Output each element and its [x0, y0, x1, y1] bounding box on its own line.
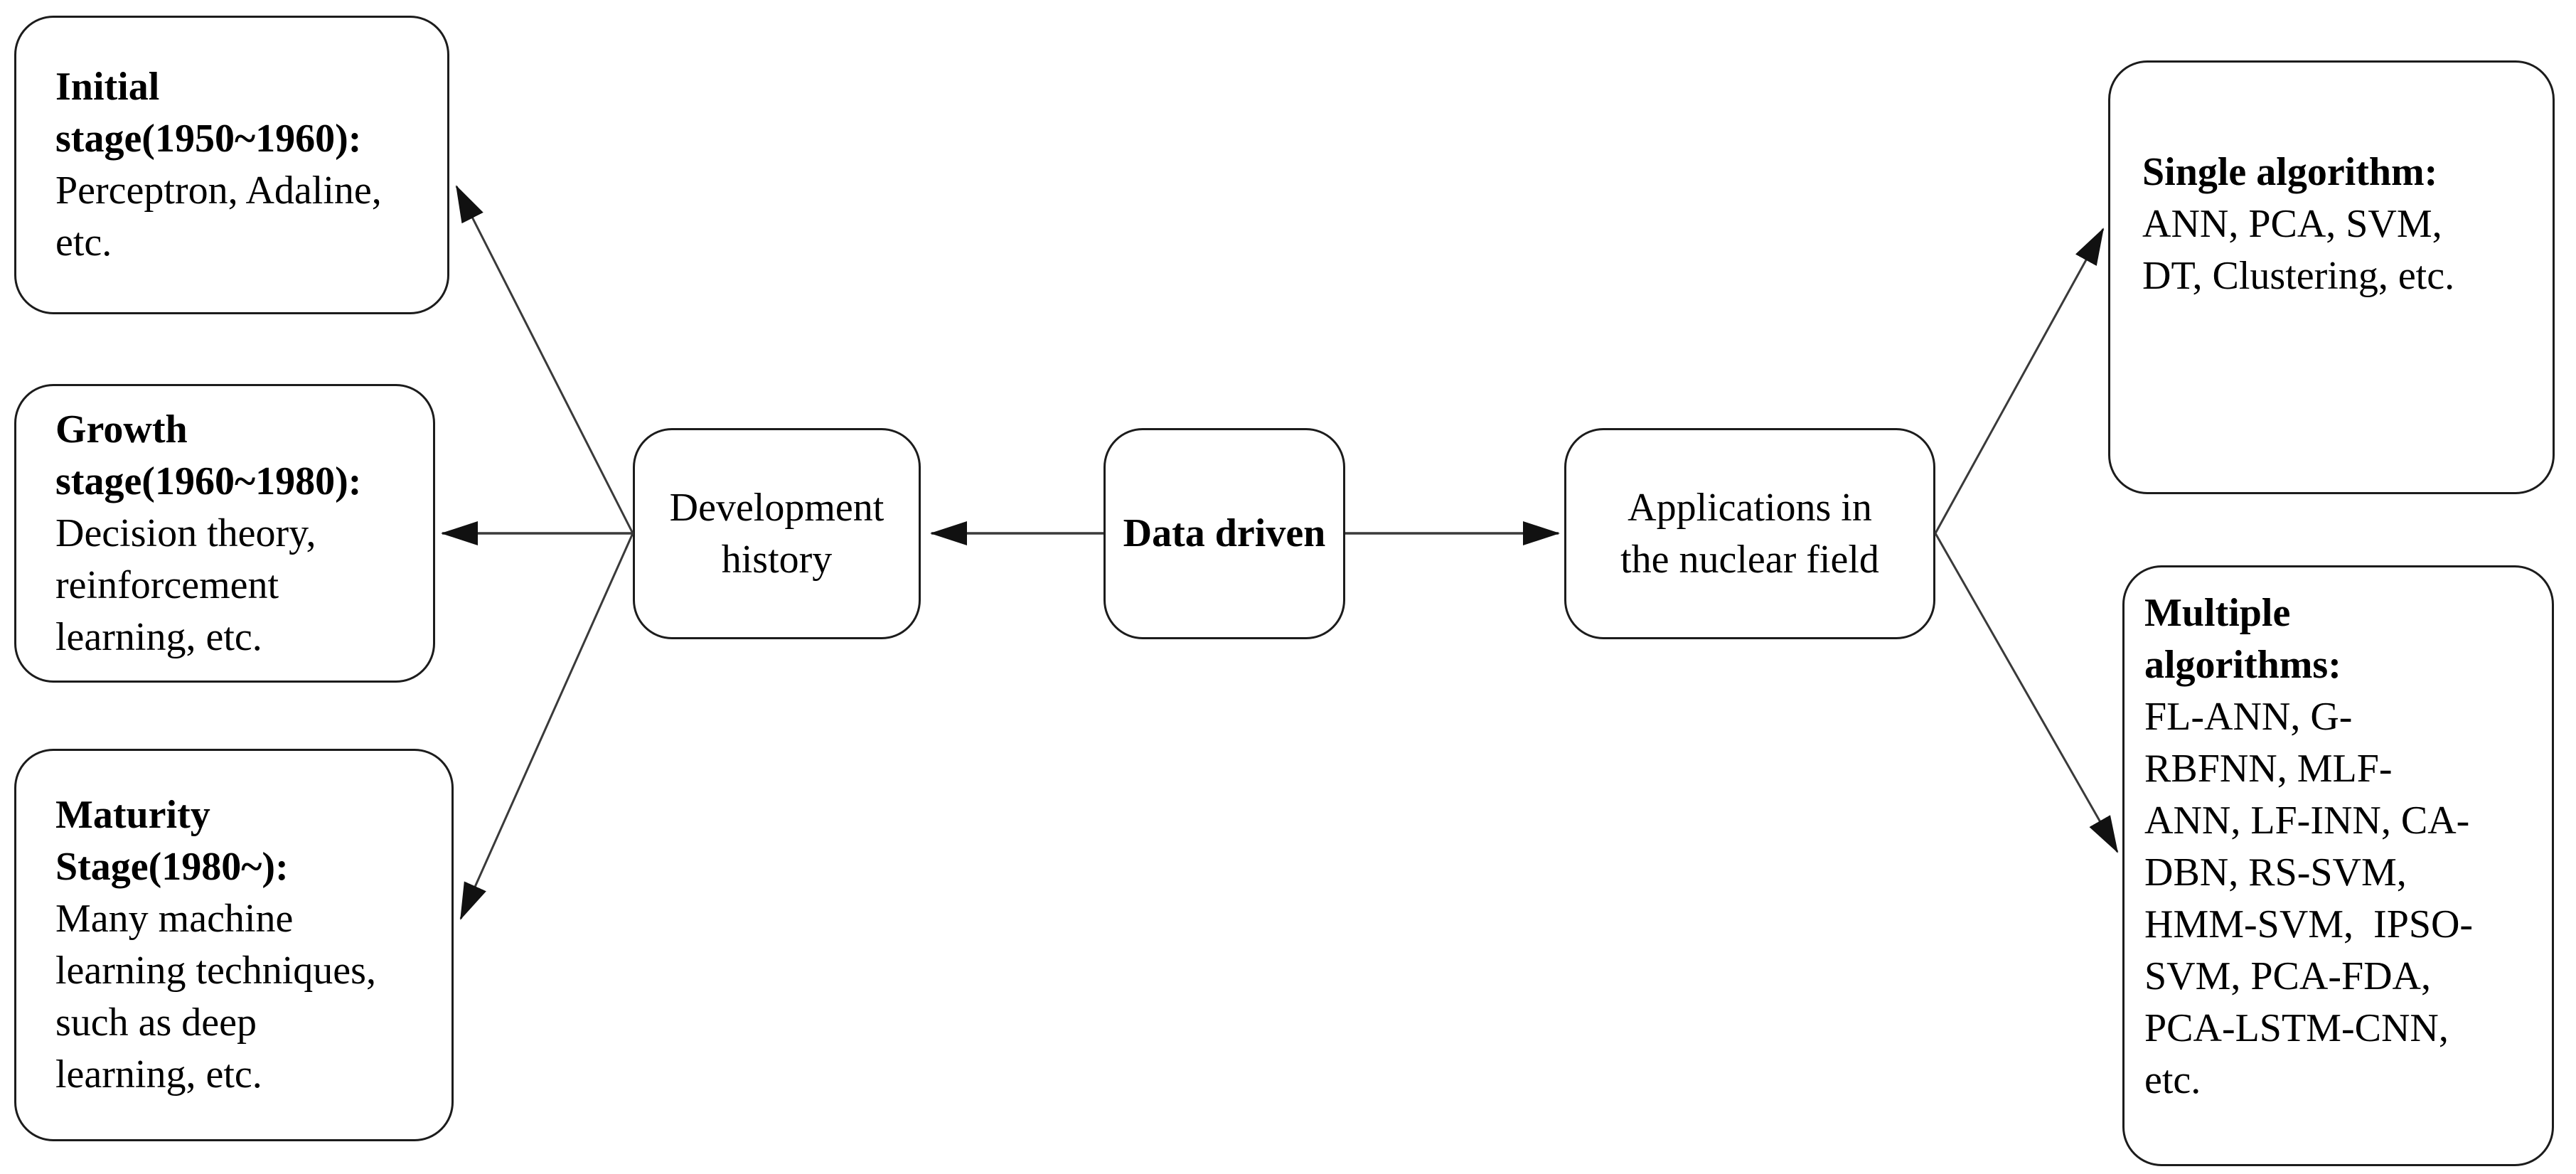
arrow-applications-to-single-algorithm	[1934, 228, 2105, 534]
applications-label: Applications in the nuclear field	[1620, 485, 1879, 582]
initial-stage-body: Perceptron, Adaline, etc.	[55, 169, 382, 265]
initial-stage-title: Initial stage(1950~1960):	[55, 65, 362, 161]
arrow-history-to-initial-stage	[455, 185, 634, 534]
node-multiple-algorithms: Multiple algorithms: FL-ANN, G- RBFNN, M…	[2122, 565, 2554, 1166]
node-maturity-stage: Maturity Stage(1980~): Many machine lear…	[14, 749, 454, 1141]
growth-stage-title: Growth stage(1960~1980):	[55, 407, 362, 503]
maturity-stage-body: Many machine learning techniques, such a…	[55, 897, 376, 1096]
arrow-applications-to-multiple-algorithms	[1934, 533, 2119, 853]
growth-stage-body: Decision theory, reinforcement learning,…	[55, 511, 316, 659]
multiple-algorithms-title: Multiple algorithms:	[2144, 591, 2341, 687]
node-applications: Applications in the nuclear field	[1564, 428, 1935, 639]
node-development-history: Development history	[633, 428, 921, 639]
data-driven-label: Data driven	[1123, 511, 1326, 555]
node-initial-stage: Initial stage(1950~1960): Perceptron, Ad…	[14, 16, 449, 314]
maturity-stage-title: Maturity Stage(1980~):	[55, 793, 289, 889]
node-data-driven: Data driven	[1103, 428, 1345, 639]
multiple-algorithms-body: FL-ANN, G- RBFNN, MLF- ANN, LF-INN, CA- …	[2144, 695, 2474, 1102]
single-algorithm-body: ANN, PCA, SVM, DT, Clustering, etc.	[2142, 202, 2455, 298]
single-algorithm-title: Single algorithm:	[2142, 150, 2438, 194]
arrow-history-to-maturity-stage	[459, 533, 634, 920]
development-history-label: Development history	[669, 485, 885, 582]
node-single-algorithm: Single algorithm: ANN, PCA, SVM, DT, Clu…	[2108, 60, 2555, 494]
node-growth-stage: Growth stage(1960~1980): Decision theory…	[14, 384, 435, 683]
